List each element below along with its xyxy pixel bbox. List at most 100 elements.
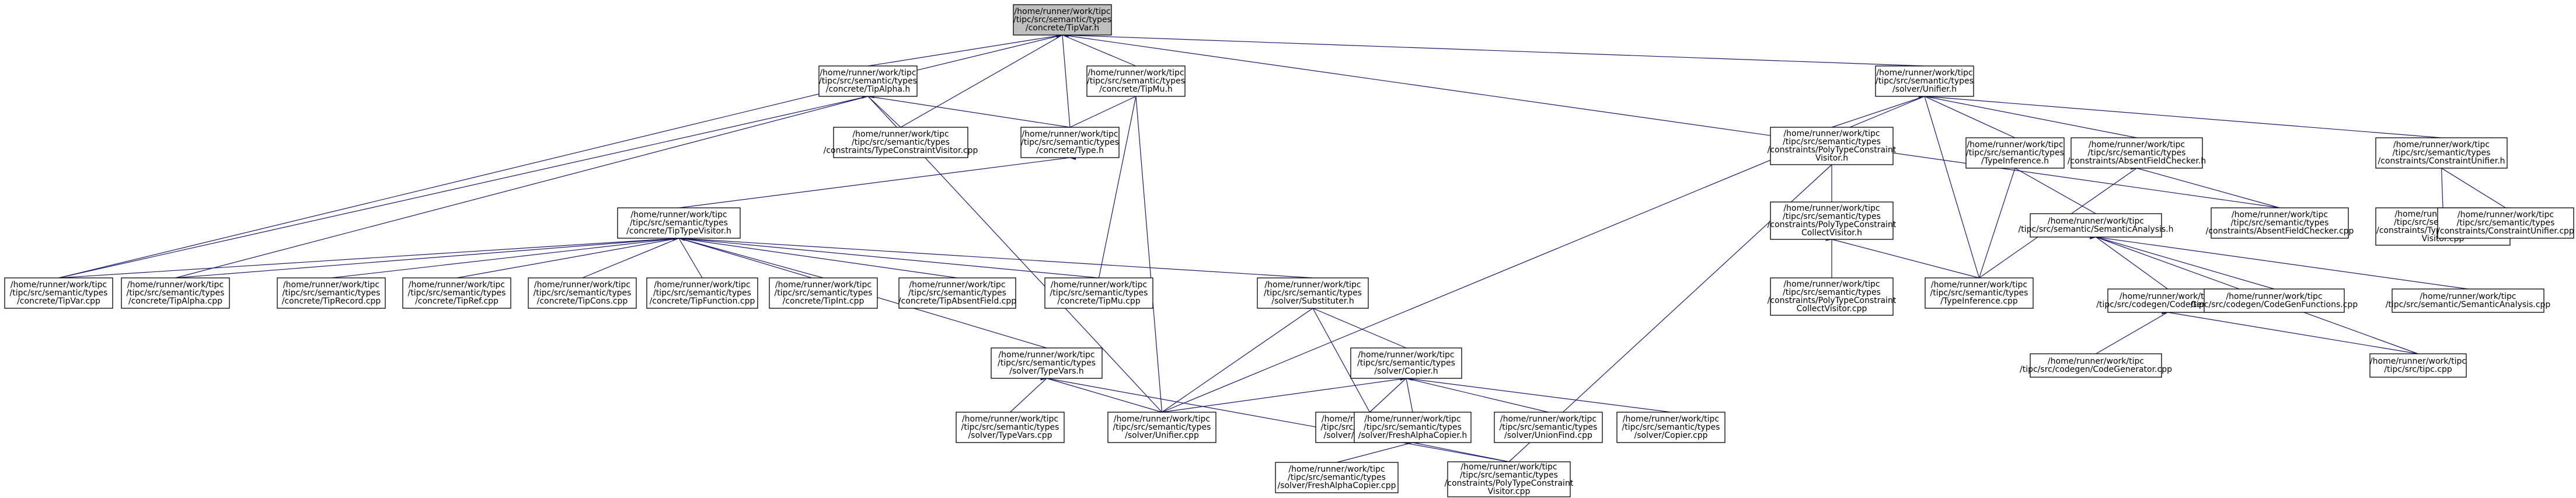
node-label-line: /concrete/TipMu.h [1099, 85, 1173, 94]
node-poly_type_constraint_collect_visitor_h[interactable]: /home/runner/work/tipc/tipc/src/semantic… [1768, 201, 1897, 240]
edge-tip_type_visitor_h-to-tip_alpha_cpp [175, 234, 685, 278]
node-label-line: /home/runner/work/tipc [630, 210, 727, 220]
node-tip_var_h[interactable]: /home/runner/work/tipc/tipc/src/semantic… [1013, 4, 1112, 36]
node-label-line: /solver/Substituter.h [1271, 297, 1354, 306]
node-tip_cons_cpp[interactable]: /home/runner/work/tipc/tipc/src/semantic… [528, 277, 637, 309]
node-box [1770, 277, 1894, 316]
edge-copier_h-to-fresh_alpha_copier_h [1402, 372, 1413, 413]
node-box [1275, 462, 1399, 493]
node-box [769, 277, 878, 309]
node-label-line: /home/runner/work/tipc [1288, 465, 1385, 474]
node-type_h[interactable]: /home/runner/work/tipc/tipc/src/semantic… [1020, 127, 1120, 158]
node-label-line: /home/runner/work/tipc [1264, 280, 1361, 290]
node-label-line: /tipc/src/semantic/types [775, 288, 873, 298]
node-tip_function_cpp[interactable]: /home/runner/work/tipc/tipc/src/semantic… [646, 277, 758, 309]
node-label-line: /home/runner/work/tipc [1783, 280, 1880, 289]
node-box [646, 277, 758, 309]
node-label-line: Visitor.h [1815, 154, 1848, 163]
node-tip_var_cpp[interactable]: /home/runner/work/tipc/tipc/src/semantic… [4, 277, 113, 309]
node-constraint_unifier_h[interactable]: /home/runner/work/tipc/tipc/src/semantic… [2375, 137, 2508, 169]
node-box [1616, 412, 1726, 443]
node-label-line: /tipc/src/semantic/types [1264, 288, 1362, 298]
edge-tip_type_visitor_h-to-tip_var_cpp [58, 234, 685, 278]
node-label-line: /concrete/TipAlpha.h [826, 85, 910, 94]
node-label-line: /home/runner/work/tipc [1783, 129, 1880, 138]
node-poly_type_constraint_collect_visitor_cpp[interactable]: /home/runner/work/tipc/tipc/src/semantic… [1768, 277, 1897, 316]
node-constraint_unifier_cpp[interactable]: /home/runner/work/tipc/tipc/src/semantic… [2437, 207, 2574, 239]
edge-unifier_h-to-type_inference_h [1918, 91, 2016, 138]
node-label-line: /tipc/src/semantic/types [10, 288, 108, 298]
node-substituter_h[interactable]: /home/runner/work/tipc/tipc/src/semantic… [1257, 277, 1369, 309]
node-tip_absent_field_cpp[interactable]: /home/runner/work/tipc/tipc/src/semantic… [898, 277, 1016, 309]
node-box [2070, 137, 2203, 169]
node-copier_h[interactable]: /home/runner/work/tipc/tipc/src/semantic… [1350, 347, 1462, 379]
node-label-line: /home/runner/work/tipc [1623, 415, 1719, 424]
edge-tip_var_h-to-tip_alpha_h [867, 31, 1069, 67]
node-label-line: /home/runner/work/tipc [1364, 415, 1460, 424]
edge-code_generator_h-to-code_generator_cpp [2096, 307, 2174, 354]
node-tip_alpha_cpp[interactable]: /home/runner/work/tipc/tipc/src/semantic… [121, 277, 230, 309]
node-fresh_alpha_copier_cpp[interactable]: /home/runner/work/tipc/tipc/src/semantic… [1275, 462, 1399, 493]
node-label-line: /constraints/ConstraintUnifier.cpp [2437, 227, 2574, 236]
edge-copier_h-to-copier_cpp [1400, 374, 1671, 413]
node-label-line: /home/runner/work/tipc [1967, 140, 2063, 149]
edge-copier_h-to-unifier_cpp [1162, 374, 1413, 413]
node-label-line: /tipc/src/semantic/types [1783, 288, 1881, 297]
node-label-line: /solver/Unifier.h [1892, 85, 1957, 94]
node-box [4, 277, 113, 309]
node-tip_record_cpp[interactable]: /home/runner/work/tipc/tipc/src/semantic… [277, 277, 386, 309]
node-type_vars_h[interactable]: /home/runner/work/tipc/tipc/src/semantic… [991, 347, 1103, 379]
node-tip_ref_cpp[interactable]: /home/runner/work/tipc/tipc/src/semantic… [402, 277, 511, 309]
node-label-line: /TypeInference.h [1981, 156, 2049, 166]
node-absent_field_checker_h[interactable]: /home/runner/work/tipc/tipc/src/semantic… [2068, 137, 2206, 169]
edge-tip_alpha_h-to-type_h [862, 92, 1071, 128]
edge-fresh_alpha_copier_h-to-poly_type_constraint_visitor_cpp [1406, 438, 1510, 462]
node-label-line: /home/runner/work/tipc [127, 280, 224, 290]
edge-type_inference_h-to-type_inference_cpp [1978, 162, 2020, 278]
node-poly_type_constraint_visitor_cpp[interactable]: /home/runner/work/tipc/tipc/src/semantic… [1445, 461, 1574, 497]
node-label-line: /solver/FreshAlphaCopier.h [1358, 431, 1467, 440]
node-label-line: /tipc/src/semantic/types [1113, 423, 1211, 432]
node-unifier_cpp[interactable]: /home/runner/work/tipc/tipc/src/semantic… [1107, 412, 1216, 443]
node-type_vars_cpp[interactable]: /home/runner/work/tipc/tipc/src/semantic… [956, 412, 1065, 443]
node-label-line: /concrete/TipCons.cpp [537, 297, 628, 306]
node-unifier_h[interactable]: /home/runner/work/tipc/tipc/src/semantic… [1875, 65, 1974, 97]
node-label-line: /home/runner/work/tipc [283, 280, 379, 290]
node-semantic_analysis_cpp[interactable]: /home/runner/work/tipc/tipc/src/semantic… [2386, 288, 2551, 313]
node-label-line: /home/runner/work/tipc [2048, 217, 2144, 226]
node-tipc_cpp[interactable]: /home/runner/work/tipc/tipc/src/tipc.cpp [2369, 353, 2467, 378]
node-absent_field_checker_cpp[interactable]: /home/runner/work/tipc/tipc/src/semantic… [2206, 207, 2354, 239]
node-tip_type_visitor_h[interactable]: /home/runner/work/tipc/tipc/src/semantic… [617, 207, 741, 239]
node-box [277, 277, 386, 309]
node-union_find_cpp[interactable]: /home/runner/work/tipc/tipc/src/semantic… [1494, 412, 1603, 443]
node-type_inference_cpp[interactable]: /home/runner/work/tipc/tipc/src/semantic… [1925, 277, 2034, 309]
edge-tip_alpha_h-to-type_constraint_visitor_cpp [862, 90, 901, 128]
node-label-line: /home/runner/work/tipc [820, 68, 916, 78]
node-box [898, 277, 1016, 309]
node-tip_mu_cpp[interactable]: /home/runner/work/tipc/tipc/src/semantic… [1044, 277, 1153, 309]
node-tip_alpha_h[interactable]: /home/runner/work/tipc/tipc/src/semantic… [818, 65, 918, 97]
node-semantic_analysis_h[interactable]: /home/runner/work/tipc/tipc/src/semantic… [2018, 213, 2174, 238]
node-fresh_alpha_copier_h[interactable]: /home/runner/work/tipc/tipc/src/semantic… [1354, 412, 1472, 443]
node-label-line: /home/runner/work/tipc [962, 415, 1058, 424]
node-code_gen_functions_cpp[interactable]: /home/runner/work/tipc/tipc/src/codegen/… [2191, 288, 2358, 313]
node-label-line: /tipc/src/semantic/types [1288, 473, 1386, 482]
edge-constraint_unifier_h-to-type_constraint_unify_visitor_cpp [2438, 162, 2445, 208]
node-label-line: /tipc/src/semantic/types [961, 423, 1059, 432]
node-tip_mu_h[interactable]: /home/runner/work/tipc/tipc/src/semantic… [1086, 65, 1186, 97]
node-label-line: CollectVisitor.cpp [1797, 304, 1867, 314]
node-label-line: /tipc/src/semantic/types [1050, 288, 1148, 298]
node-box [991, 347, 1103, 379]
node-label-line: CollectVisitor.h [1801, 228, 1862, 238]
node-type_constraint_visitor_cpp[interactable]: /home/runner/work/tipc/tipc/src/semantic… [824, 127, 978, 158]
edge-type_vars_h-to-type_vars_cpp [1010, 372, 1053, 413]
node-label-line: /tipc/src/semantic/types [1460, 471, 1558, 480]
node-label-line: /constraints/TypeConstraintVisitor.cpp [824, 146, 978, 155]
node-label-line: /solver/TypeVars.h [1009, 367, 1083, 376]
node-poly_type_constraint_visitor_h[interactable]: /home/runner/work/tipc/tipc/src/semantic… [1768, 127, 1897, 165]
edge-tip_var_h-to-tip_mu_h [1055, 30, 1137, 67]
node-copier_cpp[interactable]: /home/runner/work/tipc/tipc/src/semantic… [1616, 412, 1726, 443]
node-code_generator_cpp[interactable]: /home/runner/work/tipc/tipc/src/codegen/… [2020, 353, 2172, 378]
node-type_inference_h[interactable]: /home/runner/work/tipc/tipc/src/semantic… [1965, 137, 2065, 169]
node-tip_int_cpp[interactable]: /home/runner/work/tipc/tipc/src/semantic… [769, 277, 878, 309]
